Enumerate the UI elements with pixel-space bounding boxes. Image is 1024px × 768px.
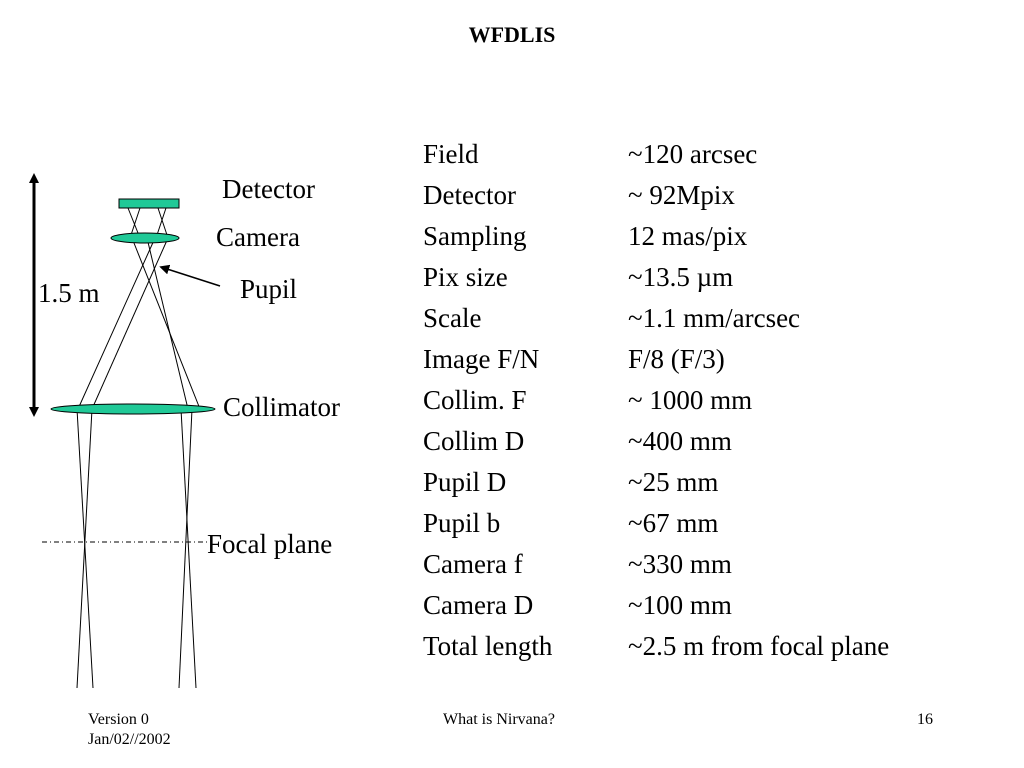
spec-param: Collim. F	[423, 385, 527, 415]
label-detector: Detector	[222, 174, 315, 204]
spec-value: ~ 92Mpix	[628, 180, 735, 210]
spec-param: Pupil b	[423, 508, 501, 538]
collimator-lens	[50, 403, 216, 415]
spec-row: Image F/N F/8 (F/3)	[423, 339, 889, 380]
optical-layout-diagram: Detector Camera Pupil 1.5 m Collimator F…	[29, 173, 340, 689]
label-camera: Camera	[216, 222, 300, 252]
spec-value: ~25 mm	[628, 467, 719, 497]
detector-element	[118, 198, 180, 209]
camera-lens	[110, 232, 180, 244]
label-pupil: Pupil	[240, 274, 297, 304]
spec-param: Detector	[423, 180, 516, 210]
page-number: 16	[917, 711, 933, 728]
spec-param: Pupil D	[423, 467, 507, 497]
spec-value: ~120 arcsec	[628, 139, 758, 169]
spec-value: 12 mas/pix	[628, 221, 748, 251]
spec-param: Collim D	[423, 426, 525, 456]
spec-value: ~13.5 µm	[628, 262, 734, 292]
label-collimator: Collimator	[223, 392, 340, 422]
footer-center-text: What is Nirvana?	[443, 711, 555, 728]
spec-row: Total length ~2.5 m from focal plane	[423, 626, 889, 667]
spec-row: Camera f ~330 mm	[423, 544, 889, 585]
spec-param: Total length	[423, 631, 553, 661]
label-length: 1.5 m	[38, 278, 100, 308]
spec-value: ~100 mm	[628, 590, 732, 620]
spec-param: Camera D	[423, 590, 534, 620]
footer-date: Jan/02//2002	[88, 731, 171, 748]
spec-param: Field	[423, 139, 479, 169]
spec-row: Pix size ~13.5 µm	[423, 257, 889, 298]
label-focal-plane: Focal plane	[207, 529, 332, 559]
spec-param: Image F/N	[423, 344, 540, 374]
spec-value: ~ 1000 mm	[628, 385, 753, 415]
spec-param: Pix size	[423, 262, 508, 292]
spec-row: Field ~120 arcsec	[423, 134, 889, 175]
spec-row: Scale ~1.1 mm/arcsec	[423, 298, 889, 339]
footer-version: Version 0	[88, 711, 149, 728]
spec-row: Collim D ~400 mm	[423, 421, 889, 462]
footer-version-block: Version 0 Jan/02//2002	[88, 710, 171, 750]
spec-value: F/8 (F/3)	[628, 344, 725, 374]
spec-row: Pupil b ~67 mm	[423, 503, 889, 544]
upper-rays	[77, 237, 201, 410]
lower-rays	[76, 408, 197, 689]
spec-param: Camera f	[423, 549, 523, 579]
spec-row: Detector ~ 92Mpix	[423, 175, 889, 216]
spec-row: Collim. F ~ 1000 mm	[423, 380, 889, 421]
spec-value: ~330 mm	[628, 549, 732, 579]
spec-value: ~400 mm	[628, 426, 732, 456]
spec-value: ~1.1 mm/arcsec	[628, 303, 801, 333]
spec-value: ~67 mm	[628, 508, 719, 538]
spec-row: Camera D ~100 mm	[423, 585, 889, 626]
slide-title: WFDLIS	[468, 22, 556, 47]
spec-param: Sampling	[423, 221, 527, 251]
pupil-pointer-arrow	[159, 264, 221, 287]
spec-row: Sampling 12 mas/pix	[423, 216, 889, 257]
spec-param: Scale	[423, 303, 482, 333]
spec-row: Pupil D ~25 mm	[423, 462, 889, 503]
spec-value: ~2.5 m from focal plane	[628, 631, 890, 661]
